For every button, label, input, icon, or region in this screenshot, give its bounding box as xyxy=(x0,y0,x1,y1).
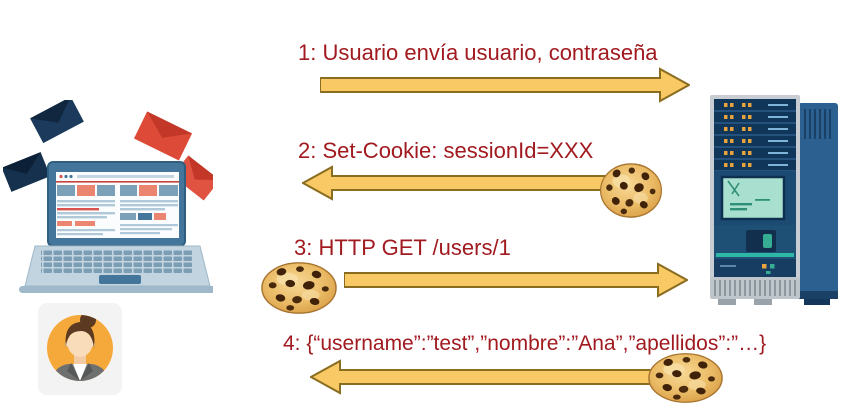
mail-envelope-icon xyxy=(30,100,84,144)
message-3-label: 3: HTTP GET /users/1 xyxy=(294,235,511,260)
laptop-keyboard xyxy=(19,245,213,293)
server-tower-illustration xyxy=(710,95,838,305)
arrow-right-icon xyxy=(320,67,690,103)
user-avatar xyxy=(38,303,122,395)
laptop-with-mail-illustration xyxy=(3,100,213,293)
arrow-left-icon xyxy=(310,359,652,395)
cookie-icon xyxy=(648,353,723,403)
arrow-left-icon xyxy=(302,165,648,201)
cookie-icon xyxy=(599,163,663,218)
mail-envelope-icon xyxy=(133,111,193,161)
message-4-label: 4: {“username”:”test”,”nombre”:”Ana”,”ap… xyxy=(283,332,767,355)
mail-envelope-icon xyxy=(3,152,51,192)
message-2-label: 2: Set-Cookie: sessionId=XXX xyxy=(298,138,594,163)
server-monitor xyxy=(714,171,796,225)
laptop-screen xyxy=(47,161,186,247)
message-1-label: 1: Usuario envía usuario, contraseña xyxy=(298,40,658,65)
cookie-icon xyxy=(261,262,337,314)
arrow-right-icon xyxy=(344,262,688,298)
